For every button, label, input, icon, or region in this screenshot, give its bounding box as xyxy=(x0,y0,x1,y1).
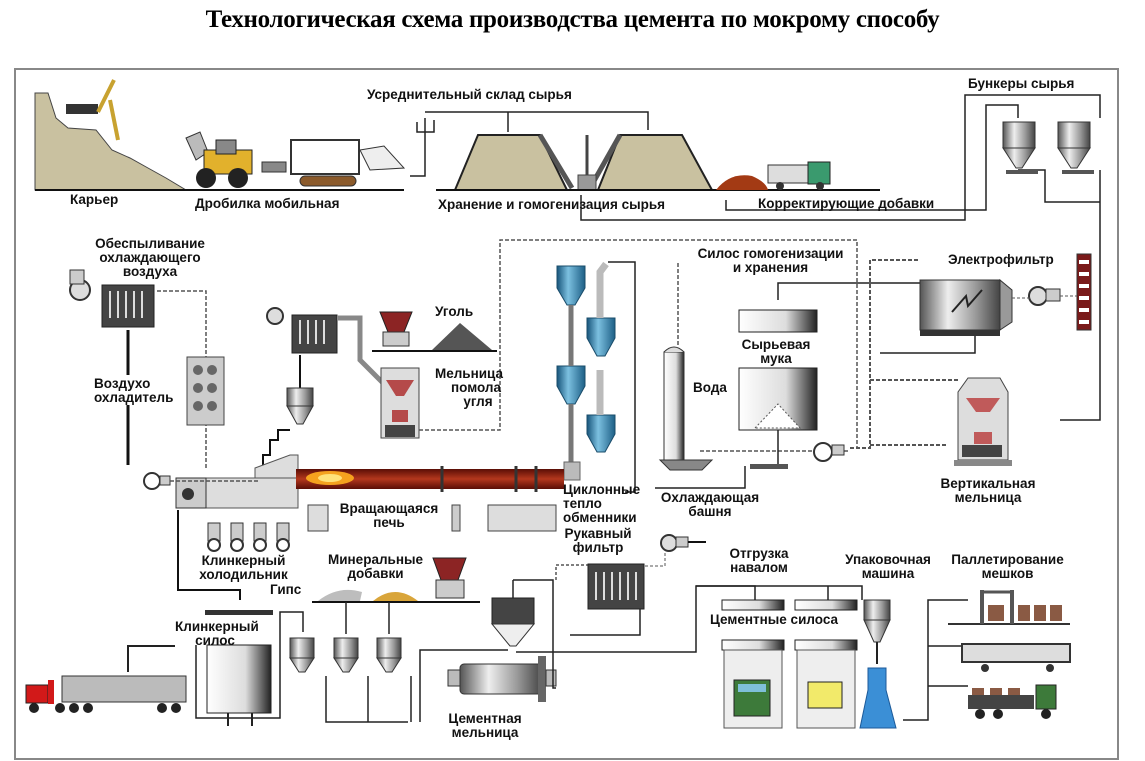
label-raw-meal: Сырьевая мука xyxy=(741,337,811,366)
corrective-additives-icon xyxy=(716,161,831,190)
dedusting-filter-icon xyxy=(69,269,155,328)
label-electrofilter: Электрофильтр xyxy=(948,252,1054,267)
label-clinker-silo: Клинкерный силос xyxy=(175,619,259,648)
raw-meal-silo-icon xyxy=(738,309,818,469)
label-quarry: Карьер xyxy=(70,192,119,207)
cement-silo-2-icon xyxy=(794,599,858,729)
label-packing-machine: Упаковочная машина xyxy=(845,552,931,581)
clinker-cooler-icon xyxy=(175,454,299,552)
label-mobile-crusher: Дробилка мобильная xyxy=(195,196,340,211)
chimney-icon xyxy=(1076,253,1092,331)
air-cooler-icon xyxy=(186,356,225,426)
clinker-silo-icon xyxy=(205,610,273,726)
meal-fan-icon xyxy=(813,442,845,462)
coal-mill-icon xyxy=(380,367,420,439)
label-homogenization-silo: Силос гомогенизации и хранения xyxy=(697,246,844,275)
label-clinker-cooler: Клинкерный холодильник xyxy=(199,553,288,582)
additive-hopper-icon xyxy=(432,557,467,599)
pallet-truck-icon xyxy=(968,684,1057,719)
cement-mill-icon xyxy=(447,656,557,702)
railcar-icon xyxy=(961,643,1071,672)
label-coal-mill: Мельница помола угля xyxy=(434,366,504,409)
label-cyclone-exchangers: Циклонные тепло обменники xyxy=(563,482,641,525)
packing-machine-icon xyxy=(859,599,897,729)
raw-bunkers-icon xyxy=(1002,121,1094,174)
coal-filter-icon xyxy=(262,307,338,470)
cement-silo-1-icon xyxy=(721,599,785,729)
coal-pile xyxy=(432,323,492,350)
flow-lines-top xyxy=(580,94,1101,421)
additive-pile xyxy=(373,592,418,601)
label-raw-bunkers: Бункеры сырья xyxy=(968,76,1075,91)
label-mineral-additives: Минеральные добавки xyxy=(327,552,424,581)
bag-filter-icon xyxy=(587,534,689,610)
diagram-title: Технологическая схема производства цемен… xyxy=(205,6,940,33)
cooling-tower-icon xyxy=(658,346,714,471)
separator-icon xyxy=(490,597,536,647)
label-storage-homogenization: Хранение и гомогенизация сырья xyxy=(438,197,666,212)
stacker-lines xyxy=(410,111,649,177)
label-bulk-shipping: Отгрузка навалом xyxy=(729,546,789,575)
clinker-truck-icon xyxy=(25,675,187,713)
label-blending-store: Усреднительный склад сырья xyxy=(367,87,572,102)
vertical-mill-icon xyxy=(954,377,1012,466)
label-cement-mill: Цементная мельница xyxy=(448,711,522,740)
label-cement-silos: Цементные силоса xyxy=(710,612,839,627)
mobile-crusher-icon xyxy=(185,131,406,188)
diagram-frame xyxy=(14,68,1119,760)
raw-material-piles xyxy=(453,133,714,191)
label-corrective-additives: Корректирующие добавки xyxy=(758,196,935,211)
label-vertical-mill: Вертикальная мельница xyxy=(940,476,1036,505)
label-rotary-kiln: Вращающаяся печь xyxy=(339,501,439,530)
gypsum-pile xyxy=(318,589,362,601)
label-water: Вода xyxy=(693,380,727,395)
rotary-kiln-icon xyxy=(296,466,564,532)
label-bag-filter: Рукавный фильтр xyxy=(564,526,632,555)
label-air-cooler: Воздухо охладитель xyxy=(94,376,174,405)
kiln-fan-icon xyxy=(143,472,171,490)
palletizing-icon xyxy=(948,590,1070,625)
label-coal: Уголь xyxy=(435,304,474,319)
quarry-icon xyxy=(34,79,188,191)
label-bag-palletizing: Паллетирование мешков xyxy=(951,552,1064,581)
coal-hopper-icon xyxy=(379,311,413,347)
label-gypsum: Гипс xyxy=(270,582,302,597)
label-cooling-tower: Охлаждающая башня xyxy=(660,490,760,519)
additive-bunkers-icon xyxy=(289,637,402,673)
label-cooling-air-dedusting: Обеспыливание охлаждающего воздуха xyxy=(95,236,205,279)
electrofilter-icon xyxy=(919,278,1061,336)
cyclone-preheater-icon xyxy=(556,261,616,481)
